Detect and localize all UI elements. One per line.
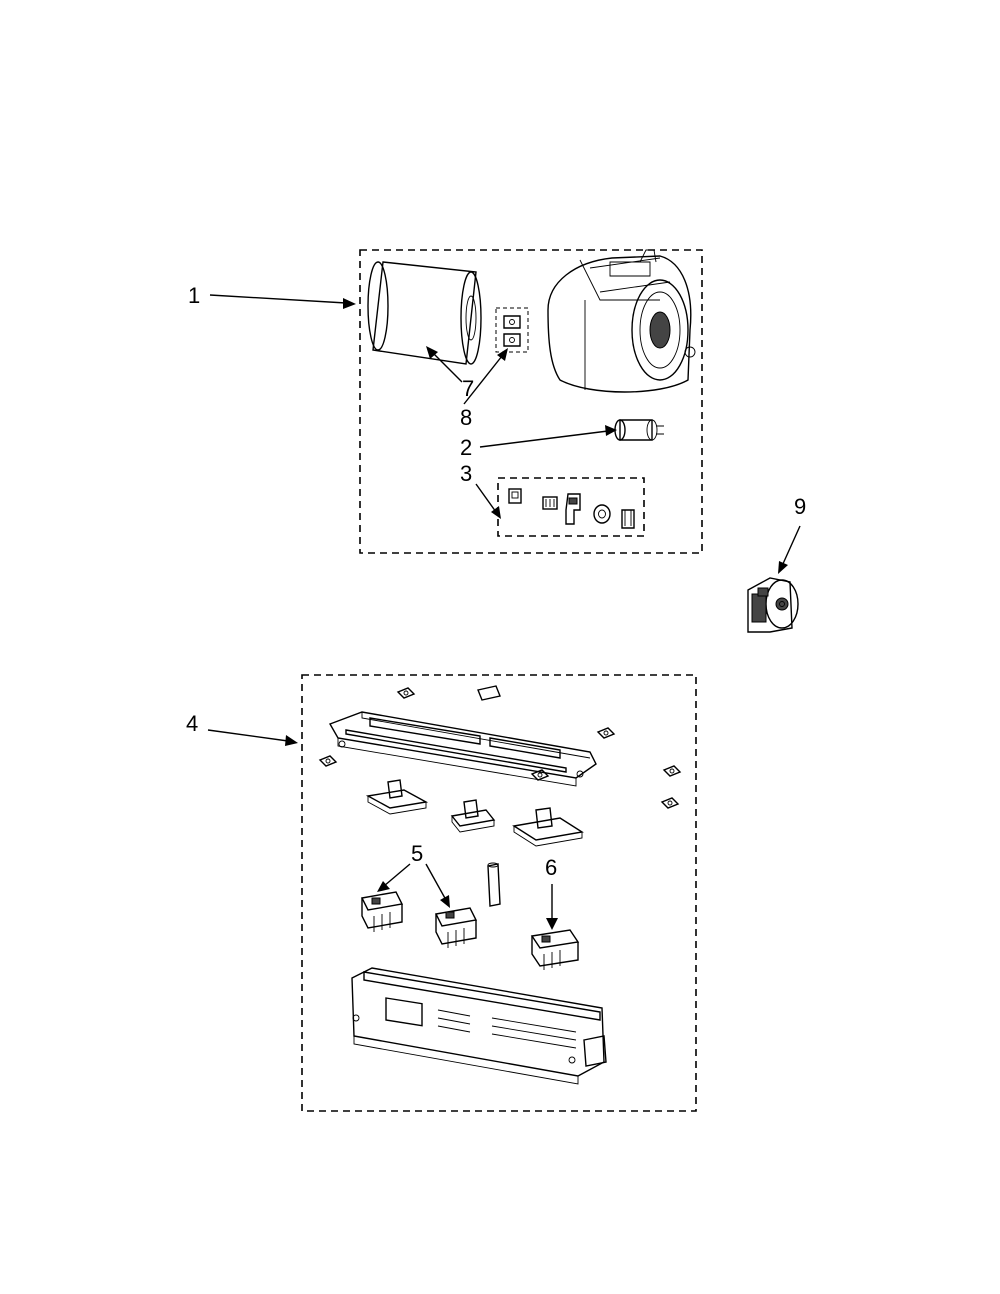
callout-1: 1 (188, 283, 200, 308)
callout-9: 9 (794, 494, 806, 519)
hardware-kit[interactable] (508, 488, 635, 529)
screw (477, 685, 501, 701)
callout-5: 5 (411, 841, 423, 866)
control-kit-dashed-box (301, 674, 697, 1112)
switch-left[interactable] (360, 891, 404, 932)
switch-center[interactable] (434, 907, 478, 948)
screw (660, 797, 680, 809)
light-pipe[interactable] (487, 862, 501, 907)
screw (596, 727, 616, 739)
callout-4: 4 (186, 711, 198, 736)
button-bracket (365, 779, 429, 815)
button-bracket (512, 807, 584, 847)
callout-7: 7 (462, 376, 474, 401)
blower-motor-relay[interactable] (747, 577, 799, 633)
button-brackets[interactable] (365, 779, 584, 847)
blower-kit-dashed-box (359, 249, 703, 554)
button-bracket (450, 799, 496, 833)
control-panel-housing[interactable] (328, 711, 597, 787)
capacitor[interactable] (614, 419, 664, 441)
callout-3: 3 (460, 461, 472, 486)
control-board[interactable] (351, 967, 607, 1085)
screw (396, 687, 416, 699)
callout-labels: 1 7 8 2 3 9 4 5 6 (186, 283, 806, 880)
leader-lines (207, 294, 801, 930)
screws[interactable] (318, 685, 682, 809)
switch-right[interactable] (530, 929, 580, 970)
callout-6: 6 (545, 855, 557, 880)
motor-clip[interactable] (495, 307, 529, 353)
screw (318, 755, 338, 767)
callout-8: 8 (460, 405, 472, 430)
blower-housing[interactable] (547, 249, 696, 393)
blower-wheel[interactable] (367, 261, 482, 365)
screw (662, 765, 682, 777)
callout-2: 2 (460, 435, 472, 460)
